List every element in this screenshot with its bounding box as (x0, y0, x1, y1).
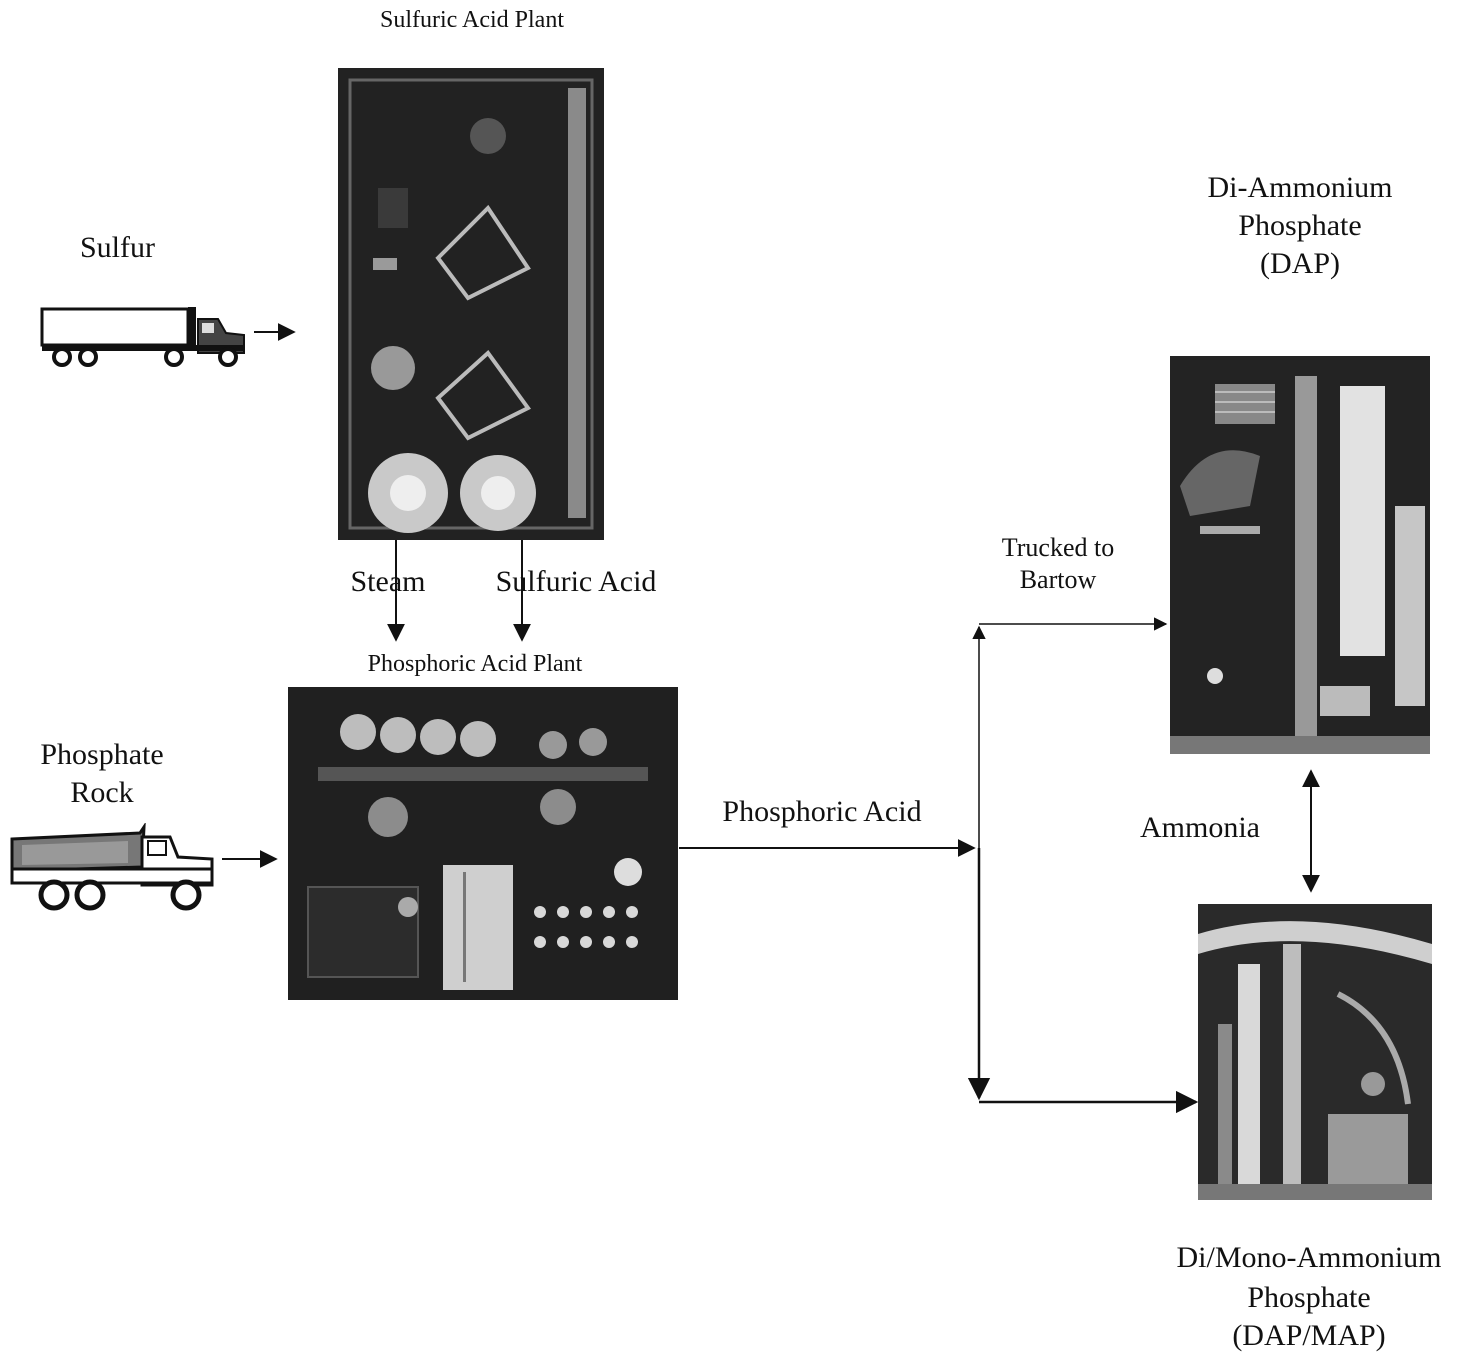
phosphate-rock-label-line1: Phosphate (20, 737, 184, 773)
dap-plant-photo (1170, 356, 1430, 754)
trucked-label-line2: Bartow (978, 564, 1138, 595)
sulfuric-plant-title: Sulfuric Acid Plant (340, 6, 604, 35)
tanker-truck-icon (40, 303, 246, 369)
dapmap-label-line2: Phosphate (1150, 1280, 1468, 1316)
trucked-label-line1: Trucked to (978, 532, 1138, 563)
dapmap-plant-photo (1198, 904, 1432, 1200)
sulfuric-acid-plant-photo (338, 68, 604, 540)
sulfur-label: Sulfur (50, 230, 185, 266)
dap-label-line2: Phosphate (1180, 208, 1420, 244)
sulfuric-acid-label: Sulfuric Acid (478, 564, 674, 600)
ammonia-label: Ammonia (1120, 810, 1280, 846)
dump-truck-icon (8, 823, 216, 913)
phosphate-rock-label-line2: Rock (20, 775, 184, 811)
dap-label-line3: (DAP) (1180, 246, 1420, 282)
phosphoric-acid-label: Phosphoric Acid (706, 794, 938, 830)
dap-label-line1: Di-Ammonium (1180, 170, 1420, 206)
dapmap-label-line3: (DAP/MAP) (1150, 1318, 1468, 1354)
dapmap-label-line1: Di/Mono-Ammonium (1150, 1240, 1468, 1276)
phosphoric-plant-title: Phosphoric Acid Plant (320, 650, 630, 679)
steam-label: Steam (338, 564, 438, 600)
phosphoric-acid-plant-photo (288, 687, 678, 1000)
